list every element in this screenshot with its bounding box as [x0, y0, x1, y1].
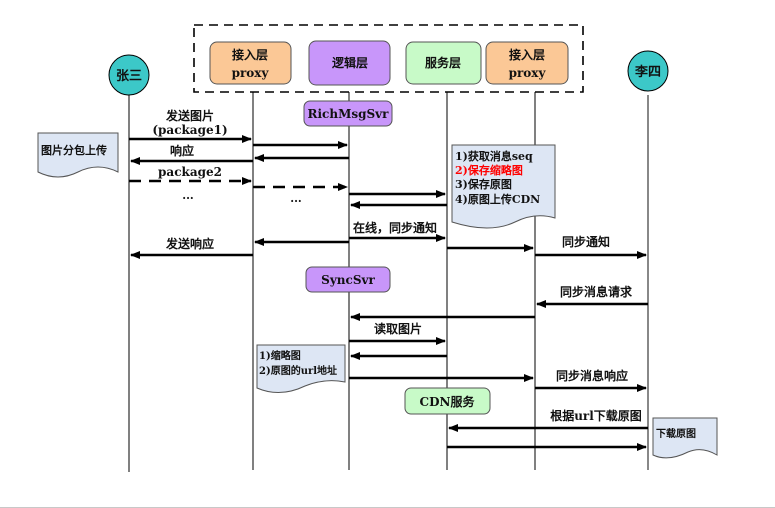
note-result: 1)缩略图 2)原图的url地址	[256, 344, 346, 393]
layer-proxy1: 接入层 proxy	[209, 41, 292, 85]
label-send-response: 发送响应	[165, 236, 214, 251]
label-ellipsis-2: ...	[290, 192, 302, 205]
layers-dashed-box	[193, 24, 584, 93]
label-online-sync: 在线，同步通知	[353, 220, 437, 235]
actor-lisi: 李四	[627, 50, 669, 92]
actor-zhangsan-label: 张三	[116, 69, 142, 84]
server-cdn-label: CDN服务	[420, 394, 476, 409]
server-richmsgsvr-label: RichMsgSvr	[308, 107, 390, 121]
label-download-by-url: 根据url下载原图	[550, 408, 642, 423]
actor-lisi-label: 李四	[634, 64, 661, 80]
label-sync-response: 同步消息响应	[556, 368, 628, 383]
server-richmsgsvr: RichMsgSvr	[303, 100, 393, 127]
layer-proxy2-sub: proxy	[509, 66, 547, 80]
layer-logic: 逻辑层	[308, 40, 391, 86]
server-cdn: CDN服务	[404, 387, 491, 415]
label-send-pic-2: (package1)	[152, 123, 227, 137]
layer-proxy2: 接入层 proxy	[485, 41, 569, 85]
note-step-1: 1)获取消息seq	[455, 149, 533, 163]
layer-proxy1-title: 接入层	[232, 47, 268, 62]
label-sync-notify: 同步通知	[562, 234, 610, 249]
note-step-4: 4)原图上传CDN	[455, 192, 540, 206]
server-syncsvr-label: SyncSvr	[321, 273, 375, 287]
note-result-2: 2)原图的url地址	[259, 364, 337, 377]
layer-proxy1-sub: proxy	[232, 66, 270, 80]
server-syncsvr: SyncSvr	[305, 266, 391, 293]
label-read-pic: 读取图片	[374, 321, 422, 336]
layer-service: 服务层	[405, 41, 482, 85]
note-service-steps: 1)获取消息seq 2)保存缩略图 3)保存原图 4)原图上传CDN	[451, 144, 556, 229]
layer-service-title: 服务层	[425, 55, 461, 70]
actor-zhangsan: 张三	[108, 54, 150, 96]
note-step-3: 3)保存原图	[455, 177, 512, 191]
note-download-text: 下载原图	[656, 427, 696, 440]
label-send-pic-1: 发送图片	[165, 108, 214, 123]
note-result-1: 1)缩略图	[259, 349, 301, 362]
note-upload-text: 图片分包上传	[41, 143, 107, 157]
label-sync-request: 同步消息请求	[560, 284, 633, 299]
layer-proxy2-title: 接入层	[509, 47, 545, 62]
note-download: 下载原图	[652, 417, 718, 459]
label-response: 响应	[170, 143, 194, 158]
label-package2: package2	[158, 165, 222, 179]
note-upload: 图片分包上传	[37, 132, 119, 178]
layer-logic-title: 逻辑层	[332, 55, 368, 70]
label-ellipsis-1: ...	[182, 189, 194, 202]
note-step-2: 2)保存缩略图	[455, 163, 523, 177]
